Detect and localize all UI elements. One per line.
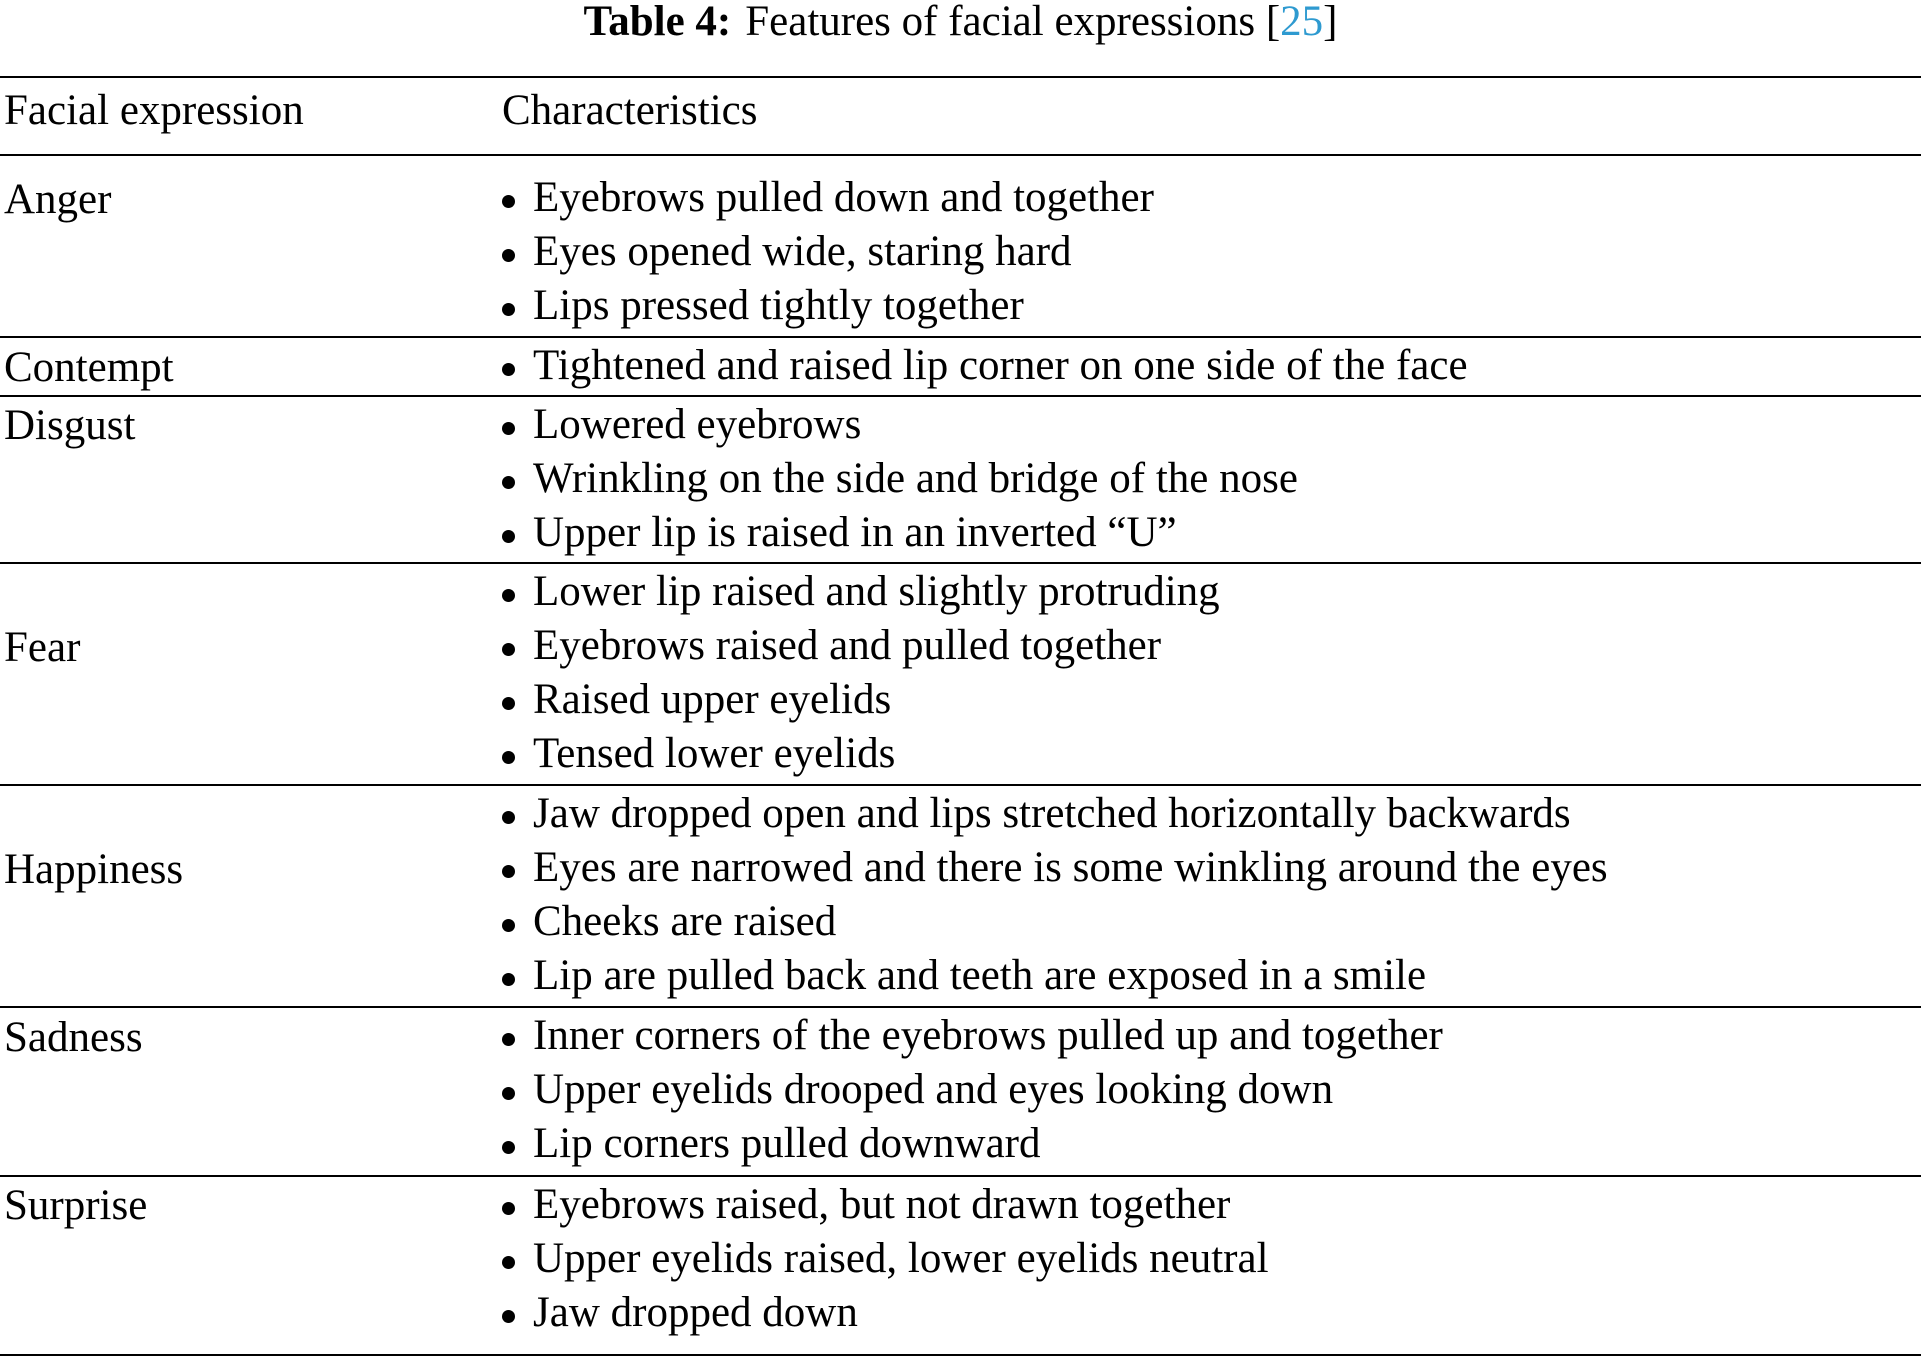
characteristic-item: Lip are pulled back and teeth are expose… bbox=[502, 950, 1426, 1002]
row-divider bbox=[0, 1175, 1921, 1177]
table-bottom-rule bbox=[0, 1354, 1921, 1356]
row-expression-6: Surprise bbox=[4, 1182, 148, 1229]
characteristic-text: Lip are pulled back and teeth are expose… bbox=[533, 952, 1427, 999]
characteristic-text: Lower lip raised and slightly protruding bbox=[533, 568, 1220, 615]
bullet-icon bbox=[502, 1033, 515, 1046]
bullet-icon bbox=[502, 476, 515, 489]
column-header-characteristics: Characteristics bbox=[502, 87, 758, 134]
characteristic-text: Eyebrows pulled down and together bbox=[533, 174, 1154, 221]
characteristic-item: Wrinkling on the side and bridge of the … bbox=[502, 453, 1298, 505]
bullet-icon bbox=[502, 973, 515, 986]
characteristic-text: Eyes opened wide, staring hard bbox=[533, 228, 1072, 275]
characteristic-item: Lower lip raised and slightly protruding bbox=[502, 566, 1220, 618]
characteristic-text: Upper eyelids raised, lower eyelids neut… bbox=[533, 1235, 1269, 1282]
characteristic-item: Eyebrows raised, but not drawn together bbox=[502, 1179, 1230, 1231]
bullet-icon bbox=[502, 697, 515, 710]
bullet-icon bbox=[502, 249, 515, 262]
characteristic-text: Eyes are narrowed and there is some wink… bbox=[533, 844, 1608, 891]
characteristic-item: Lips pressed tightly together bbox=[502, 280, 1024, 332]
characteristic-text: Inner corners of the eyebrows pulled up … bbox=[533, 1012, 1443, 1059]
citation-link[interactable]: 25 bbox=[1280, 0, 1324, 45]
bullet-icon bbox=[502, 363, 515, 376]
table-caption-label: Table 4: bbox=[583, 0, 732, 45]
characteristic-text: Upper eyelids drooped and eyes looking d… bbox=[533, 1066, 1334, 1113]
column-header-expression: Facial expression bbox=[4, 87, 304, 134]
table-caption: Table 4: Features of facial expressions [… bbox=[0, 0, 1921, 50]
row-divider bbox=[0, 562, 1921, 564]
characteristic-item: Tightened and raised lip corner on one s… bbox=[502, 340, 1468, 392]
bullet-icon bbox=[502, 303, 515, 316]
characteristic-item: Lowered eyebrows bbox=[502, 399, 861, 451]
characteristic-item: Upper lip is raised in an inverted “U” bbox=[502, 507, 1177, 559]
bullet-icon bbox=[502, 1202, 515, 1215]
table-caption-close: ] bbox=[1323, 0, 1338, 45]
characteristic-item: Eyebrows pulled down and together bbox=[502, 172, 1154, 224]
characteristic-text: Eyebrows raised, but not drawn together bbox=[533, 1181, 1231, 1228]
characteristic-item: Cheeks are raised bbox=[502, 896, 836, 948]
characteristic-item: Upper eyelids raised, lower eyelids neut… bbox=[502, 1233, 1269, 1285]
characteristic-text: Jaw dropped down bbox=[533, 1289, 858, 1336]
bullet-icon bbox=[502, 1256, 515, 1269]
bullet-icon bbox=[502, 919, 515, 932]
characteristic-text: Lowered eyebrows bbox=[533, 401, 862, 448]
row-divider bbox=[0, 336, 1921, 338]
bullet-icon bbox=[502, 865, 515, 878]
table-caption-text: Features of facial expressions [ bbox=[745, 0, 1281, 45]
characteristic-item: Jaw dropped down bbox=[502, 1287, 858, 1339]
table-top-rule bbox=[0, 76, 1921, 78]
characteristic-item: Lip corners pulled downward bbox=[502, 1118, 1041, 1170]
characteristic-text: Wrinkling on the side and bridge of the … bbox=[533, 455, 1298, 502]
bullet-icon bbox=[502, 1087, 515, 1100]
characteristic-item: Tensed lower eyelids bbox=[502, 728, 895, 780]
characteristic-text: Cheeks are raised bbox=[533, 898, 837, 945]
bullet-icon bbox=[502, 422, 515, 435]
row-expression-4: Happiness bbox=[4, 846, 184, 893]
bullet-icon bbox=[502, 811, 515, 824]
bullet-icon bbox=[502, 1141, 515, 1154]
row-divider bbox=[0, 395, 1921, 397]
characteristic-text: Upper lip is raised in an inverted “U” bbox=[533, 509, 1177, 556]
characteristic-item: Jaw dropped open and lips stretched hori… bbox=[502, 788, 1571, 840]
bullet-icon bbox=[502, 195, 515, 208]
row-expression-2: Disgust bbox=[4, 402, 136, 449]
characteristic-text: Lip corners pulled downward bbox=[533, 1120, 1041, 1167]
bullet-icon bbox=[502, 530, 515, 543]
row-expression-5: Sadness bbox=[4, 1014, 143, 1061]
characteristic-item: Raised upper eyelids bbox=[502, 674, 891, 726]
row-expression-1: Contempt bbox=[4, 344, 174, 391]
bullet-icon bbox=[502, 1310, 515, 1323]
bullet-icon bbox=[502, 751, 515, 764]
characteristic-text: Lips pressed tightly together bbox=[533, 282, 1024, 329]
characteristic-item: Inner corners of the eyebrows pulled up … bbox=[502, 1010, 1443, 1062]
row-divider bbox=[0, 1006, 1921, 1008]
row-divider bbox=[0, 784, 1921, 786]
characteristic-item: Upper eyelids drooped and eyes looking d… bbox=[502, 1064, 1333, 1116]
characteristic-text: Tightened and raised lip corner on one s… bbox=[533, 342, 1468, 389]
characteristic-item: Eyes opened wide, staring hard bbox=[502, 226, 1072, 278]
characteristic-text: Raised upper eyelids bbox=[533, 676, 892, 723]
characteristic-text: Tensed lower eyelids bbox=[533, 730, 896, 777]
bullet-icon bbox=[502, 643, 515, 656]
row-expression-3: Fear bbox=[4, 624, 81, 671]
characteristic-item: Eyes are narrowed and there is some wink… bbox=[502, 842, 1608, 894]
characteristic-text: Jaw dropped open and lips stretched hori… bbox=[533, 790, 1571, 837]
table-header-rule bbox=[0, 154, 1921, 156]
bullet-icon bbox=[502, 589, 515, 602]
characteristic-item: Eyebrows raised and pulled together bbox=[502, 620, 1161, 672]
characteristic-text: Eyebrows raised and pulled together bbox=[533, 622, 1162, 669]
row-expression-0: Anger bbox=[4, 176, 112, 223]
